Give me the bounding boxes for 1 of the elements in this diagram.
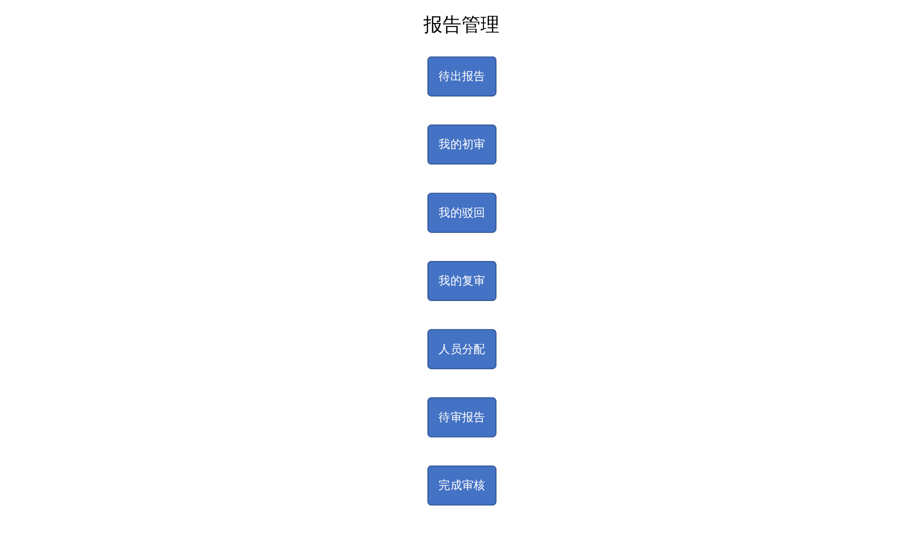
diagram-title: 报告管理 [422, 13, 500, 38]
